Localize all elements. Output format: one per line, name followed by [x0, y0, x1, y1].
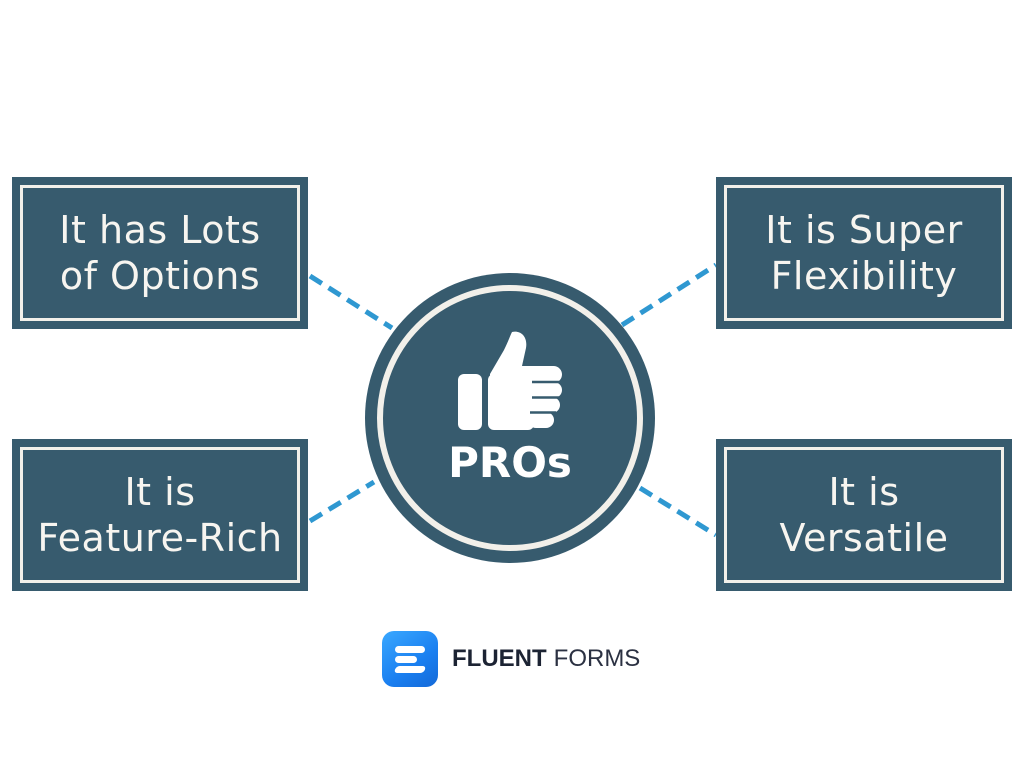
pro-label: It has Lots of Options [59, 207, 260, 299]
pro-box-frame: It has Lots of Options [20, 185, 300, 321]
brand-name-light: FORMS [553, 645, 641, 672]
pro-label: It is Feature-Rich [37, 469, 282, 561]
pro-label-line: It is Super [765, 208, 963, 252]
connector-top-left [308, 273, 394, 331]
pro-box-versatile: It is Versatile [716, 439, 1012, 591]
thumbs-up-icon [458, 331, 562, 430]
pro-label-line: Versatile [779, 516, 949, 560]
pro-box-lots-of-options: It has Lots of Options [12, 177, 308, 329]
pro-label: It is Super Flexibility [765, 207, 962, 299]
pro-label-line: of Options [59, 254, 261, 298]
pro-label-line: It is [124, 470, 196, 514]
pros-hub-circle: PROs [365, 273, 655, 563]
pro-label: It is Versatile [779, 469, 948, 561]
connector-bottom-left [308, 479, 376, 524]
pro-label-line: It is [828, 470, 900, 514]
connector-top-right [620, 262, 718, 328]
hub-ring [377, 285, 643, 551]
brand-name-bold: FLUENT [452, 645, 547, 672]
pro-label-line: Feature-Rich [37, 516, 283, 560]
connector-bottom-right [638, 485, 718, 538]
pro-label-line: Flexibility [770, 254, 958, 298]
pro-label-line: It has Lots [59, 208, 261, 252]
pro-box-frame: It is Super Flexibility [724, 185, 1004, 321]
hub-title: PROs [448, 438, 572, 487]
pro-box-super-flexibility: It is Super Flexibility [716, 177, 1012, 329]
pro-box-frame: It is Feature-Rich [20, 447, 300, 583]
pro-box-frame: It is Versatile [724, 447, 1004, 583]
fluent-forms-logo-icon [382, 631, 438, 687]
pro-box-feature-rich: It is Feature-Rich [12, 439, 308, 591]
